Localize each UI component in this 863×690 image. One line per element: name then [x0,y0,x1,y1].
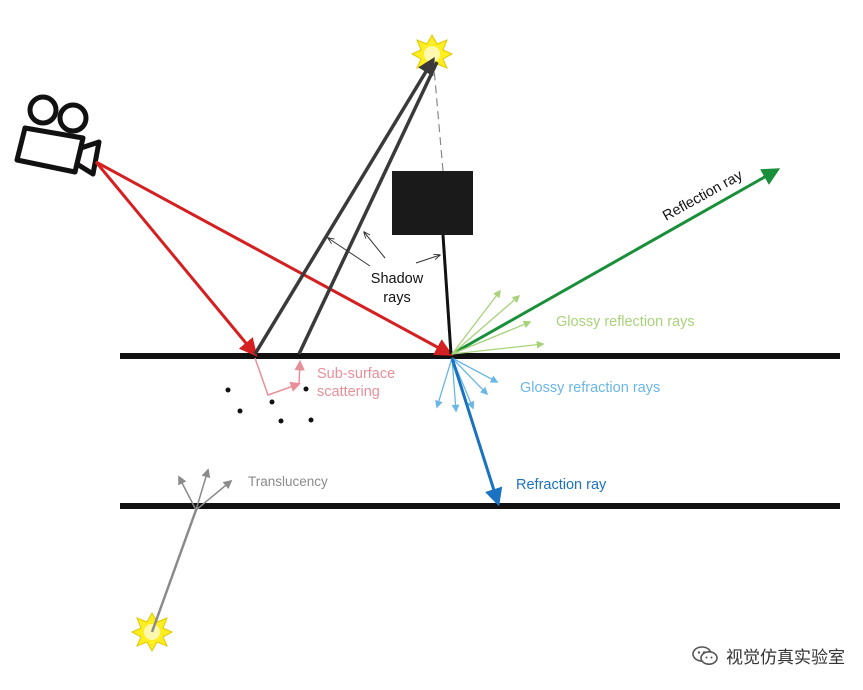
watermark-text: 视觉仿真实验室 [726,648,845,668]
shadow-ray-1 [253,57,435,355]
label-translucency: Translucency [248,474,328,489]
light-source-top-icon [410,33,454,75]
camera-icon [14,94,102,177]
sub-surface-scattering-rays [254,357,305,396]
watermark: 视觉仿真实验室 [692,643,845,668]
label-shadow-rays-2: rays [383,290,410,306]
translucency-ray [150,509,198,633]
shadow-ray-3-blocked [433,67,444,172]
camera-ray-2 [95,160,454,356]
shadow-leader-3 [415,255,440,264]
shadow-ray-2 [297,61,439,355]
shadow-leader-1 [328,238,371,267]
camera-ray-1 [94,161,258,357]
label-shadow-rays-1: Shadow [371,271,424,287]
label-sub-surface-2: scattering [317,384,380,400]
glossy-reflection-rays [451,289,545,355]
shadow-leader-2 [364,232,386,259]
label-refraction-ray: Refraction ray [516,477,607,493]
shadow-ray-3 [441,234,453,355]
refraction-ray [450,357,503,507]
scattering-particles [225,386,314,424]
reflection-ray [451,168,781,356]
glossy-refraction-rays [435,357,499,413]
translucency-scatter-rays [178,468,233,511]
label-glossy-reflection-rays: Glossy reflection rays [556,314,695,330]
occluder-box [392,171,473,235]
wechat-icon [692,645,718,665]
label-sub-surface-1: Sub-surface [317,366,395,382]
label-glossy-refraction-rays: Glossy refraction rays [520,380,660,396]
